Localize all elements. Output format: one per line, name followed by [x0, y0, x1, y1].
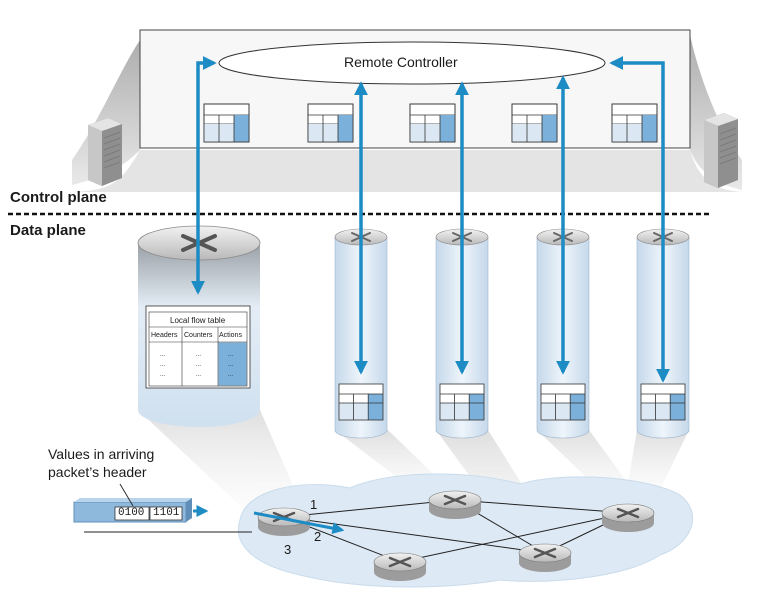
packet-callout-line [119, 483, 134, 507]
port-2-label: 2 [314, 529, 322, 544]
router-x-icon [533, 547, 557, 559]
svg-text:...: ... [228, 372, 233, 378]
switch-cylinders [334, 228, 690, 439]
local-flow-table: ......... ......... ......... [145, 305, 251, 389]
control-link-1 [191, 56, 217, 295]
controller-shade-bottom [72, 150, 742, 192]
router-4 [518, 543, 572, 572]
packet [73, 498, 209, 523]
remote-controller-label: Remote Controller [344, 54, 458, 70]
svg-text:...: ... [160, 362, 165, 368]
data-plane-label: Data plane [10, 222, 86, 239]
router-x-icon [388, 556, 412, 568]
local-flow-table-title: Local flow table [170, 316, 226, 325]
packet-field-2: 1101 [153, 507, 180, 519]
packet-caption-line2: packet’s header [48, 464, 147, 480]
network-routers [257, 490, 655, 581]
flow-table-col-headers: Headers [151, 332, 178, 339]
remote-controller [218, 41, 606, 85]
packet-caption-line1: Values in arriving [48, 446, 155, 462]
server-left-icon [88, 118, 122, 186]
network-cloud [238, 473, 693, 588]
router-5 [373, 552, 427, 581]
svg-text:...: ... [196, 372, 201, 378]
svg-text:...: ... [160, 352, 165, 358]
svg-text:...: ... [228, 352, 233, 358]
svg-text:...: ... [160, 372, 165, 378]
flow-table-col-actions: Actions [219, 332, 242, 339]
svg-text:...: ... [196, 352, 201, 358]
svg-text:...: ... [196, 362, 201, 368]
router-3 [601, 503, 655, 532]
router-x-icon [616, 507, 640, 519]
router-2 [428, 490, 482, 519]
control-link-5 [609, 56, 670, 383]
svg-text:...: ... [228, 362, 233, 368]
control-links [191, 56, 670, 383]
packet-field-1: 0100 [118, 507, 145, 519]
server-right-icon [704, 113, 738, 188]
router-x-icon [443, 494, 467, 506]
port-3-label: 3 [284, 542, 292, 557]
flow-table-col-counters: Counters [184, 332, 213, 339]
switch-tables [338, 383, 686, 421]
port-1-label: 1 [310, 497, 318, 512]
packet-forward-arrow [253, 511, 345, 535]
control-plane-label: Control plane [10, 189, 107, 206]
